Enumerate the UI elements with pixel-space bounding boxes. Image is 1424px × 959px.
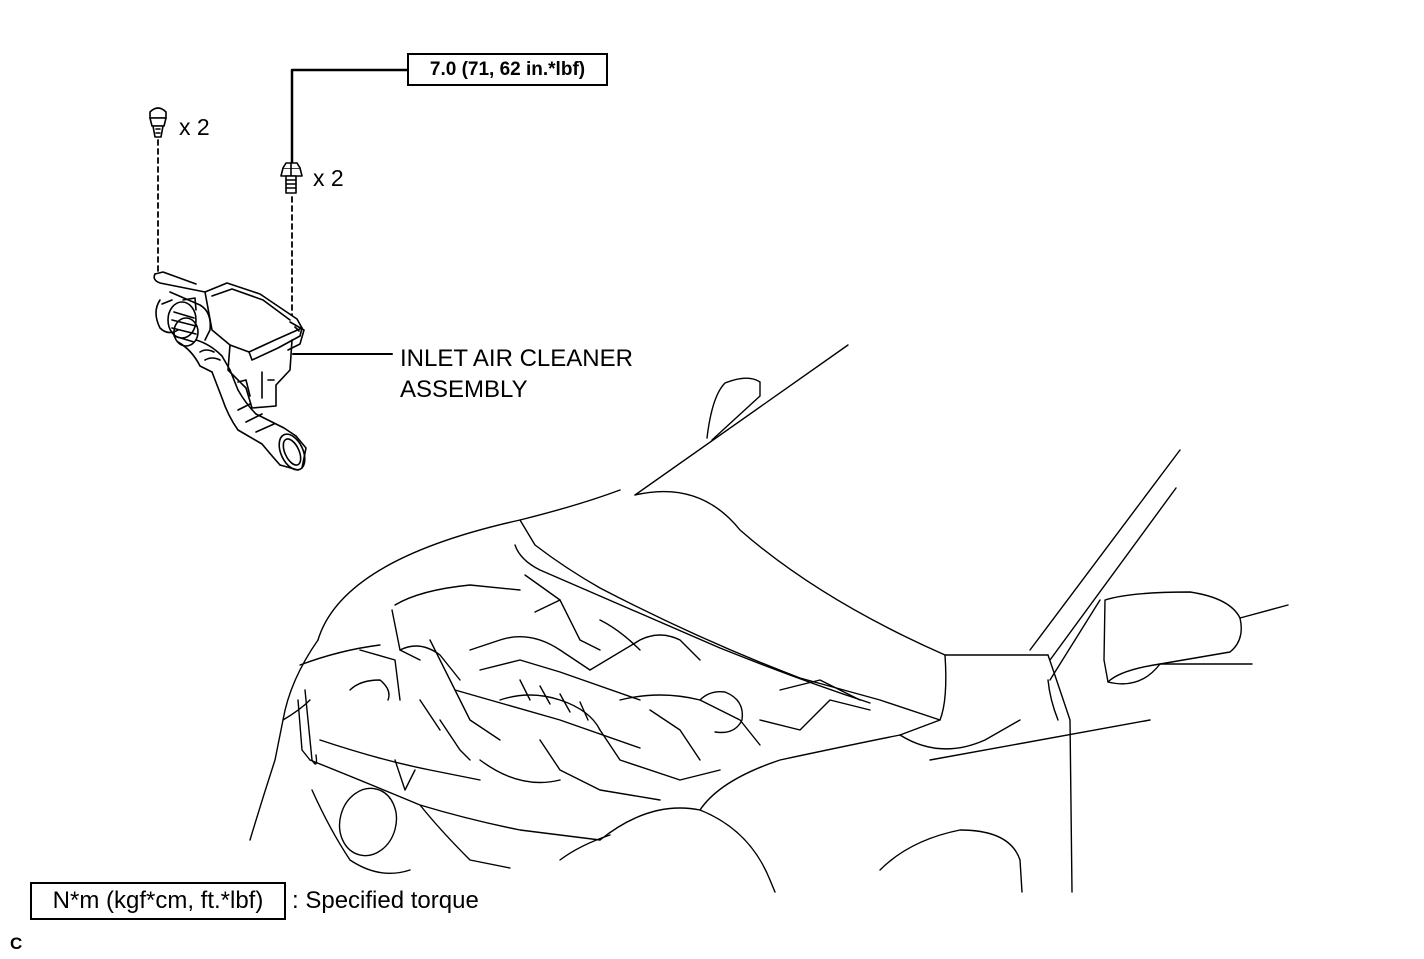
corner-mark: C [10,934,23,953]
torque-spec-value: 7.0 (71, 62 in.*lbf) [429,58,586,80]
vehicle-engine-bay-illustration [249,344,1289,893]
torque-leader-line [290,68,409,167]
legend-unit-text: N*m (kgf*cm, ft.*lbf) [52,887,264,914]
torque-spec-box: 7.0 (71, 62 in.*lbf) [407,53,608,86]
part-name-line2: ASSEMBLY [400,376,528,403]
part-name-label: INLET AIR CLEANER ASSEMBLY [400,343,633,405]
clip-quantity-label: x 2 [179,114,210,140]
legend-description: : Specified torque [292,887,479,914]
bolt-icon [280,162,303,194]
legend-unit-box: N*m (kgf*cm, ft.*lbf) [30,882,286,920]
air-cleaner-illustration [153,271,307,471]
bolt-quantity-label: x 2 [313,165,344,191]
part-name-line1: INLET AIR CLEANER [400,345,633,372]
clip-icon [149,107,167,138]
